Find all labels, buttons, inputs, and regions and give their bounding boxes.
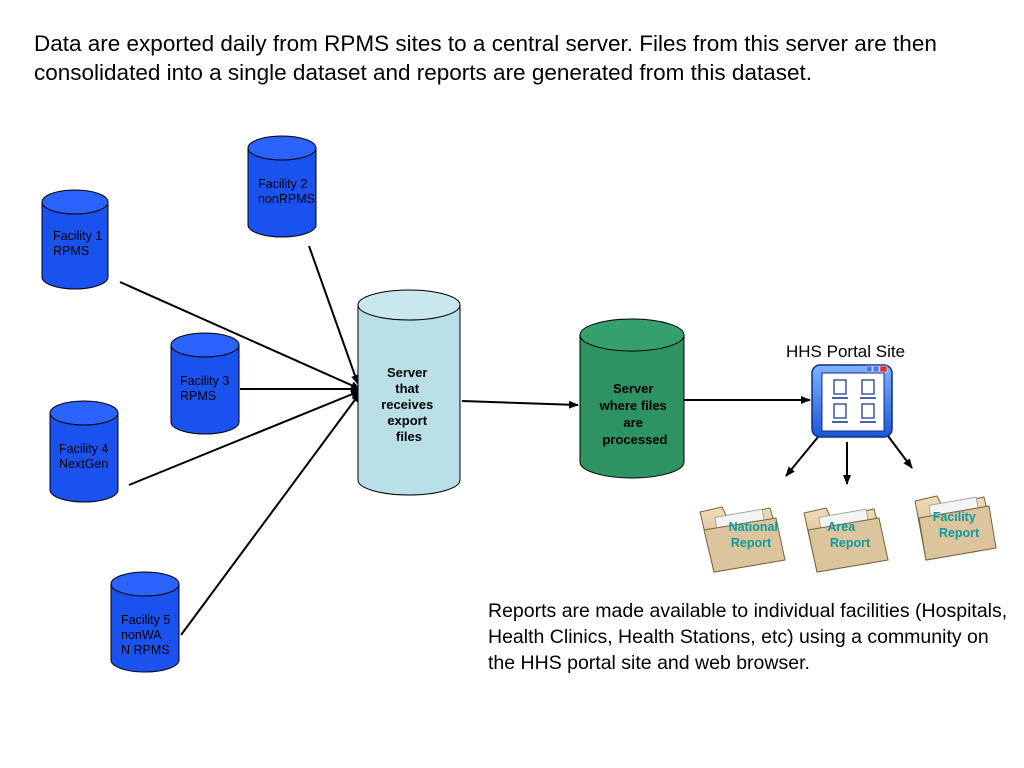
connector-facility-1 (119, 281, 361, 390)
facility-2-database: Facility 2 nonRPMS (247, 135, 317, 238)
facility-4-label: Facility 4 NextGen (59, 442, 112, 471)
connector-server-to-processing (461, 400, 579, 409)
area-report-label: Area Report (827, 520, 871, 550)
facility-3-database: Facility 3 RPMS (170, 332, 240, 435)
area-report-folder: Area Report (803, 507, 889, 573)
intro-text: Data are exported daily from RPMS sites … (34, 31, 937, 85)
processing-server-database: Server where files are processed (579, 318, 685, 479)
export-server-label: Server that receives export files (381, 365, 437, 444)
national-report-label: National Report (729, 520, 782, 550)
portal-label: HHS Portal Site (786, 342, 905, 361)
national-report-folder: National Report (699, 506, 786, 573)
portal-window-icon (811, 364, 893, 438)
footer-text: Reports are made available to individual… (488, 600, 1008, 674)
processing-server-label: Server where files are processed (599, 381, 671, 447)
connectors (119, 245, 913, 636)
connector-facility-4 (128, 390, 361, 486)
facility-1-database: Facility 1 RPMS (41, 189, 109, 290)
facility-report-label: Facility Report (933, 510, 980, 540)
export-server-database: Server that receives export files (357, 289, 461, 496)
facility-1-label: Facility 1 RPMS (53, 229, 106, 258)
connector-portal-to-national (785, 436, 819, 477)
facility-3-label: Facility 3 RPMS (180, 374, 233, 403)
facility-2-label: Facility 2 nonRPMS (258, 177, 315, 206)
facility-5-label: Facility 5 nonWA N RPMS (121, 613, 174, 657)
connector-facility-5 (180, 392, 361, 636)
facility-4-database: Facility 4 NextGen (49, 400, 119, 503)
facility-report-folder: Facility Report (914, 495, 997, 561)
connector-portal-to-facility (887, 435, 913, 469)
facility-5-database: Facility 5 nonWA N RPMS (110, 571, 180, 673)
connector-facility-2 (308, 245, 359, 385)
